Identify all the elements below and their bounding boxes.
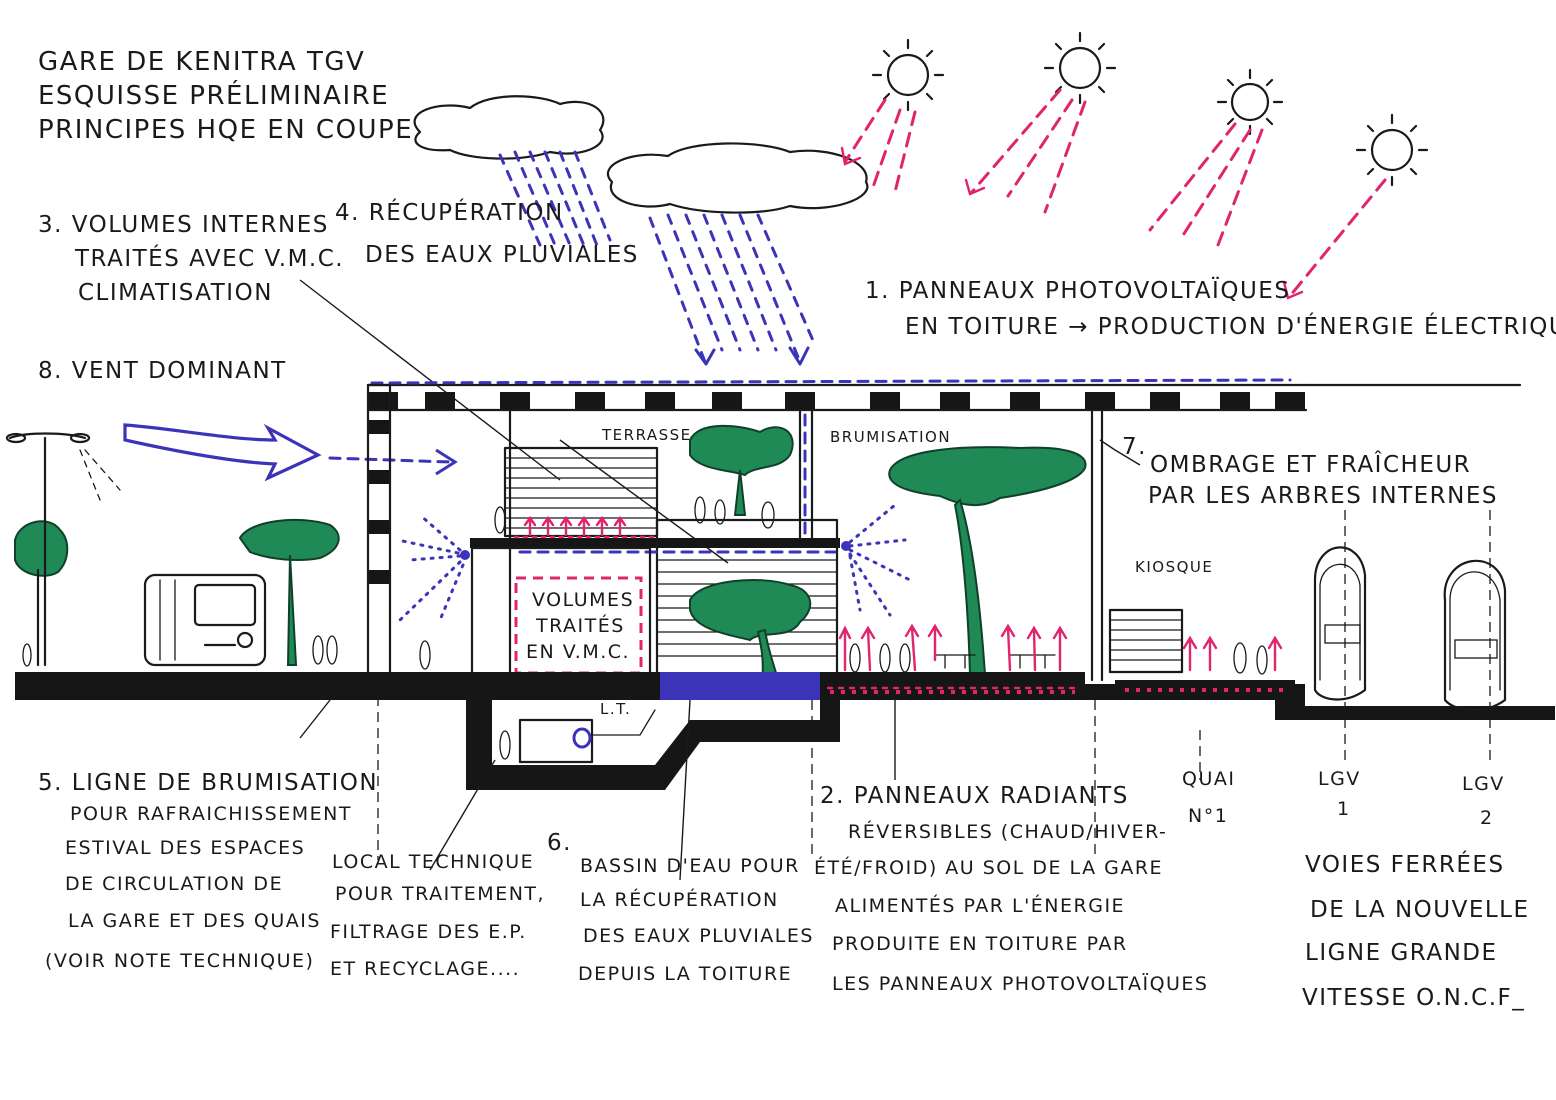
sun-icon [1216,68,1284,136]
tree-icon [689,579,812,681]
rails-line-4: VITESSE O.N.C.F_ [1302,985,1525,1011]
bus-icon [143,573,267,667]
label-volumes-3: EN V.M.C. [526,641,630,663]
note-3-line-3: CLIMATISATION [78,280,273,306]
rails-line-2: DE LA NOUVELLE [1310,897,1530,923]
misting-diffuser-left [396,513,470,622]
label-lgv1-2: 1 [1337,798,1351,820]
tree-icon [238,518,340,666]
roof-photovoltaic [366,378,1522,412]
sun-icon [1043,31,1117,105]
note-4-line-2: DES EAUX PLUVIALES [365,242,639,268]
label-volumes-2: TRAITÉS [535,614,625,637]
local-line-1: LOCAL TECHNIQUE [332,851,534,873]
note-3-line-1: 3. VOLUMES INTERNES [38,212,329,238]
note-5-line-6: (VOIR NOTE TECHNIQUE) [45,950,314,972]
note-2-line-3: ÉTÉ/FROID) AU SOL DE LA GARE [814,856,1163,879]
left-facade [366,383,392,677]
rain-lines [498,150,817,366]
note-rails: VOIES FERRÉES DE LA NOUVELLE LIGNE GRAND… [1302,850,1530,1011]
note-2-line-4: ALIMENTÉS PAR L'ÉNERGIE [835,894,1125,917]
note-8-line-1: 8. VENT DOMINANT [38,358,287,384]
heat-arrows-terrace [523,515,627,537]
title-line-2: ESQUISSE PRÉLIMINAIRE [38,79,389,111]
cloud-icon [413,95,605,160]
note-7-line-1: 7. [1122,434,1147,460]
label-kiosque: KIOSQUE [1135,558,1213,576]
label-quai-2: N°1 [1188,805,1228,827]
local-line-4: ET RECYCLAGE.... [330,958,520,980]
vmc-volume: VOLUMES TRAITÉS EN V.M.C. [470,546,652,680]
label-lgv2-1: LGV [1462,773,1505,795]
note-2-line-1: 2. PANNEAUX RADIANTS [820,783,1129,809]
solar-radiation-arrows [840,88,1387,300]
cloud-icon [606,142,869,214]
note-3-line-2: TRAITÉS AVEC V.M.C. [74,244,344,272]
label-lgv2-2: 2 [1480,807,1494,829]
misting-diffuser-right [841,503,912,617]
note-5-line-4: DE CIRCULATION DE [65,873,283,895]
wind-arrow [123,423,458,482]
rails-line-1: VOIES FERRÉES [1305,850,1505,878]
note-local-technique: LOCAL TECHNIQUE POUR TRAITEMENT, FILTRAG… [330,851,545,980]
note-6-line-2: BASSIN D'EAU POUR [580,855,800,877]
note-5-line-2: POUR RAFRAICHISSEMENT [70,803,352,825]
note-6-line-4: DES EAUX PLUVIALES [583,925,814,947]
basement-technical-room: L.T. [466,700,840,790]
heat-arrows-hall [838,623,1283,672]
train-icon [1313,510,1367,760]
kiosk: KIOSQUE [1108,558,1213,674]
note-1-line-2: EN TOITURE → PRODUCTION D'ÉNERGIE ÉLECTR… [905,312,1556,340]
title-line-3: PRINCIPES HQE EN COUPE [38,115,413,145]
label-terrasse: TERRASSE [601,426,692,444]
note-4-line-1: 4. RÉCUPÉRATION [335,198,564,226]
note-1-line-1: 1. PANNEAUX PHOTOVOLTAÏQUES [865,276,1290,304]
note-2-line-6: LES PANNEAUX PHOTOVOLTAÏQUES [832,972,1209,995]
note-7-line-2: OMBRAGE ET FRAÎCHEUR [1150,450,1471,478]
note-6-line-5: DEPUIS LA TOITURE [578,963,792,985]
tree-icon [14,520,69,667]
note-5-line-1: 5. LIGNE DE BRUMISATION [38,770,378,796]
note-2: 2. PANNEAUX RADIANTS RÉVERSIBLES (CHAUD/… [814,783,1209,995]
label-lt: L.T. [600,700,631,718]
rails-line-3: LIGNE GRANDE [1305,940,1498,966]
street-lamp-icon [5,432,121,667]
note-5-line-5: LA GARE ET DES QUAIS [68,910,321,932]
note-6-line-1: 6. [547,830,572,856]
label-lgv1-1: LGV [1318,768,1361,790]
local-line-2: POUR TRAITEMENT, [335,883,545,905]
label-brumisation: BRUMISATION [830,428,951,446]
note-5-line-3: ESTIVAL DES ESPACES [65,837,305,859]
label-quai-1: QUAI [1182,768,1235,790]
label-volumes-1: VOLUMES [532,589,634,611]
note-5: 5. LIGNE DE BRUMISATION POUR RAFRAICHISS… [38,770,378,972]
sun-icon [1355,113,1429,187]
note-6: 6. BASSIN D'EAU POUR LA RÉCUPÉRATION DES… [547,830,814,985]
title-line-1: GARE DE KENITRA TGV [38,47,365,77]
local-line-3: FILTRAGE DES E.P. [330,921,527,943]
note-6-line-3: LA RÉCUPÉRATION [580,888,779,911]
sketch-title: GARE DE KENITRA TGV ESQUISSE PRÉLIMINAIR… [38,47,413,145]
note-2-line-2: RÉVERSIBLES (CHAUD/HIVER- [848,820,1167,843]
note-2-line-5: PRODUITE EN TOITURE PAR [832,933,1128,955]
tree-icon [689,424,794,516]
train-icon [1443,510,1507,760]
tree-icon [888,446,1087,676]
sun-icon [871,38,945,112]
note-7-line-3: PAR LES ARBRES INTERNES [1148,483,1498,509]
